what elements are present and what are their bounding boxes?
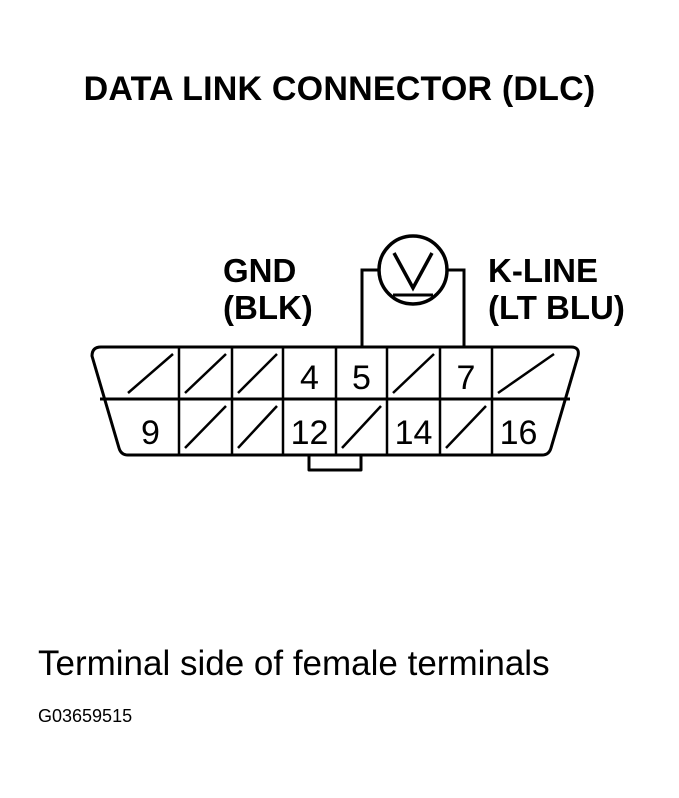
gnd-wire-color-label: (BLK) <box>223 289 313 326</box>
terminal-7: 7 <box>457 359 476 397</box>
figure-code: G03659515 <box>38 706 133 726</box>
empty-cavity-slash <box>237 405 278 449</box>
gnd-label: GND <box>223 252 297 289</box>
terminal-5: 5 <box>352 359 371 397</box>
terminal-9: 9 <box>141 414 160 452</box>
empty-cavity-slash <box>392 353 435 394</box>
kline-wire-color-label: (LT BLU) <box>488 289 625 326</box>
empty-cavity-slash <box>497 352 555 395</box>
empty-cavity-slash <box>341 405 382 449</box>
terminal-12: 12 <box>291 414 329 452</box>
test-leads <box>360 268 466 348</box>
empty-cavity-slash <box>184 353 227 394</box>
lead-to-terminal-7 <box>447 268 466 348</box>
empty-cavity-slash <box>127 353 174 394</box>
empty-cavity-slash <box>237 353 278 394</box>
voltmeter-icon <box>377 234 449 306</box>
diagram-title: DATA LINK CONNECTOR (DLC) <box>83 70 596 108</box>
terminal-16: 16 <box>500 414 538 452</box>
connector-key-tab <box>307 455 363 472</box>
empty-cavity-slash <box>445 405 487 449</box>
kline-label: K-LINE <box>488 252 598 289</box>
lead-to-terminal-5 <box>360 268 379 348</box>
terminal-14: 14 <box>395 414 433 452</box>
terminal-4: 4 <box>300 359 319 397</box>
empty-cavity-slash <box>184 405 227 449</box>
caption: Terminal side of female terminals <box>38 644 550 683</box>
